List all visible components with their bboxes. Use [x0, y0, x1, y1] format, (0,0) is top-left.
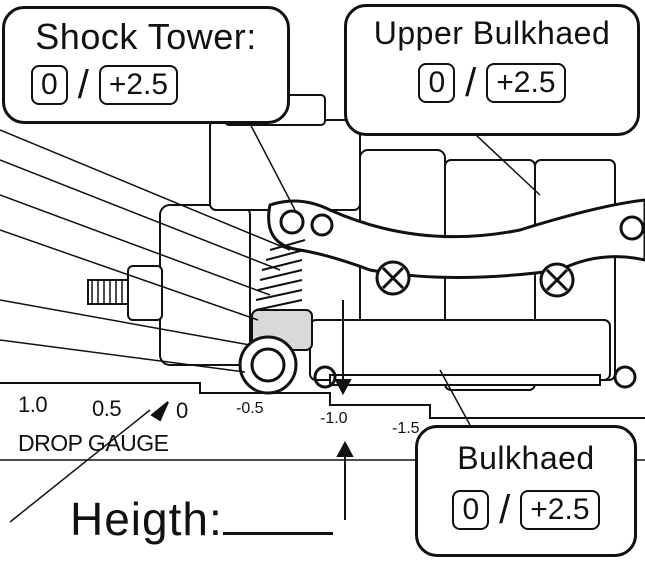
height-field: Heigth: — [70, 492, 333, 546]
gauge-tick-minus-1-0: -1.0 — [320, 410, 348, 427]
upper-bulkhead-separator: / — [465, 61, 477, 105]
gauge-tick-minus-0-5: -0.5 — [236, 400, 264, 417]
upper-bulkhead-callout: Upper Bulkhaed 0 / +2.5 — [344, 4, 640, 136]
gauge-tick-1-0: 1.0 — [18, 392, 48, 417]
bulkhead-callout: Bulkhaed 0 / +2.5 — [415, 425, 637, 557]
height-input-blank[interactable] — [222, 496, 333, 535]
shock-tower-separator: / — [77, 63, 89, 107]
shock-tower-callout: Shock Tower: 0 / +2.5 — [2, 6, 290, 124]
bearing — [238, 335, 298, 395]
gauge-tick-0-5: 0.5 — [92, 396, 122, 421]
shock-tower — [267, 198, 645, 279]
drop-gauge-name: DROP GAUGE — [18, 430, 169, 456]
bulkhead-title: Bulkhaed — [457, 440, 595, 476]
shock-tower-option-plus2-5[interactable]: +2.5 — [98, 65, 179, 105]
shock-spring — [251, 239, 313, 351]
bulkhead-option-0[interactable]: 0 — [452, 490, 490, 530]
gauge-tick-minus-1-5: -1.5 — [392, 420, 420, 437]
leader-lines — [0, 94, 541, 523]
upper-bulkhead-title: Upper Bulkhaed — [373, 15, 611, 51]
gauge-tick-0: 0 — [176, 398, 188, 423]
bulkhead-option-plus2-5[interactable]: +2.5 — [520, 490, 600, 530]
bulkhead-separator: / — [499, 488, 511, 532]
screw-heads — [375, 260, 575, 298]
hex-shaft — [87, 265, 163, 321]
upper-bulkhead-option-0[interactable]: 0 — [418, 63, 456, 103]
upper-bulkhead-option-plus2-5[interactable]: +2.5 — [486, 63, 566, 103]
height-label: Heigth: — [70, 493, 223, 545]
shock-tower-option-0[interactable]: 0 — [31, 65, 68, 105]
height-arrows — [150, 300, 354, 520]
gauge-loops — [313, 365, 637, 389]
shock-tower-title: Shock Tower: — [35, 16, 257, 57]
